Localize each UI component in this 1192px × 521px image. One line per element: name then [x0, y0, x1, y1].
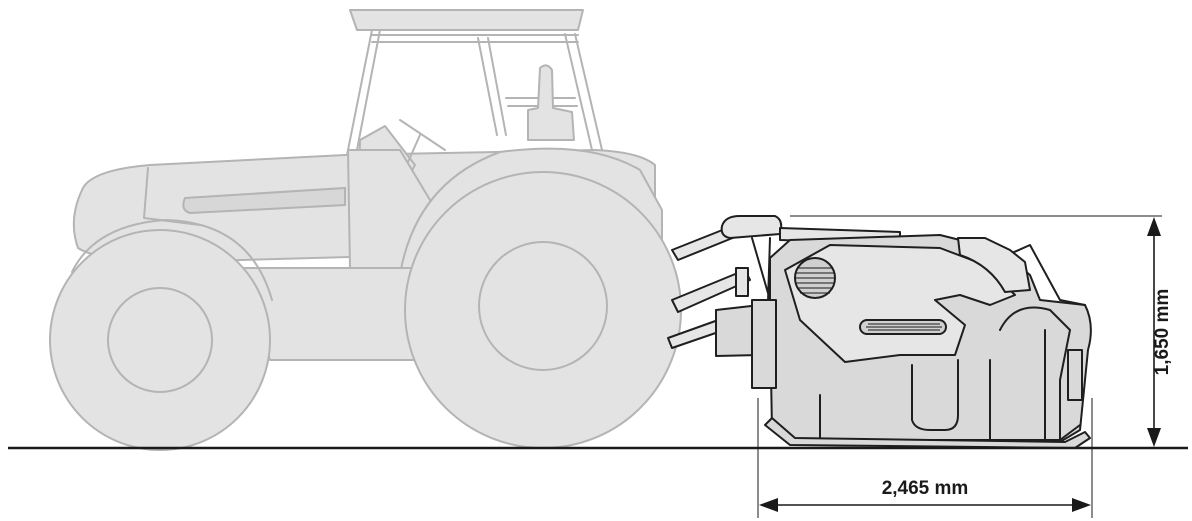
housing-vertical-seams — [819, 329, 1046, 441]
tractor-cab-frame — [346, 29, 603, 156]
width-arrow-left — [759, 498, 778, 512]
hitch-frame — [751, 237, 771, 303]
mulcher-hood-panel — [784, 244, 1016, 363]
rotor-window — [794, 257, 836, 299]
height-label: 1,650 mm — [1152, 289, 1173, 376]
height-arrow-top — [1147, 217, 1161, 236]
linkage-lower-arm — [671, 269, 751, 313]
tractor-steering-wheel — [399, 119, 446, 163]
tractor-hood-line — [143, 167, 201, 226]
hitch-pin — [735, 267, 749, 297]
skid-shoe — [764, 417, 1091, 449]
tractor — [49, 9, 682, 451]
tractor-cab-crossbar — [371, 34, 579, 107]
width-label: 2,465 mm — [882, 478, 969, 499]
tractor-rear-wheel — [404, 171, 682, 449]
tractor-front-fender — [71, 219, 273, 301]
height-dimension: 1,650 mm — [790, 215, 1173, 449]
tractor-seat — [527, 64, 575, 141]
front-mount-plate — [751, 299, 777, 389]
tractor-front-wheel — [49, 229, 271, 451]
tractor-cab-roof — [349, 9, 584, 31]
side-slot — [859, 319, 947, 335]
rear-guard — [957, 237, 1031, 293]
height-arrow-bottom — [1147, 428, 1161, 447]
width-arrow-right — [1072, 498, 1091, 512]
width-dimension: 2,465 mm — [757, 398, 1093, 518]
hitch-top-link — [720, 215, 783, 239]
rear-side-bracket — [1067, 349, 1083, 401]
mulcher-implement — [667, 215, 1092, 449]
side-plate — [911, 359, 959, 431]
tractor-hood-stripe — [182, 186, 346, 215]
